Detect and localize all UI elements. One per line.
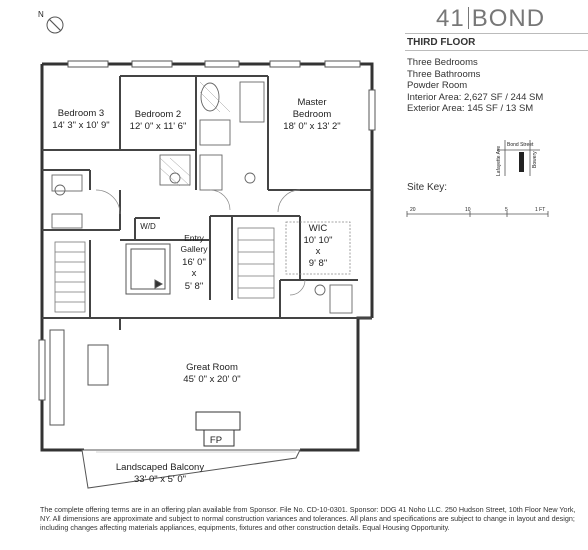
fireplace: [195, 411, 241, 447]
balcony-dims: 33' 0" x 5' 0": [134, 474, 186, 485]
entry-name-line2: Gallery: [181, 244, 209, 254]
bedroom3-name: Bedroom 3: [58, 108, 104, 119]
detail-bedrooms: Three Bedrooms: [407, 57, 478, 68]
kitchen-island: [49, 329, 109, 426]
wic-dim1: 10' 10": [304, 235, 333, 246]
room-labels: Bedroom 3 14' 3" x 10' 9" Bedroom 2 12' …: [52, 97, 340, 485]
bath-fixtures: [51, 81, 353, 314]
brand-divider: [467, 7, 469, 29]
site-key-label: Site Key:: [407, 182, 448, 193]
entry-x: x: [192, 268, 197, 279]
wic-dim2: 9' 8": [309, 258, 327, 269]
disclaimer-footer: The complete offering terms are in an of…: [40, 505, 576, 532]
floor-label: THIRD FLOOR: [407, 37, 476, 48]
wic-shelving: [285, 221, 351, 275]
bedroom2-dims: 12' 0" x 11' 6": [130, 121, 187, 132]
master-name-line2: Bedroom: [293, 109, 332, 120]
balcony-name: Landscaped Balcony: [116, 462, 204, 473]
compass-icon: N: [38, 10, 64, 34]
scale-bar: 20 10 5 1 FT: [406, 207, 549, 217]
scale-label-10: 10: [465, 207, 471, 213]
stairs: [54, 227, 275, 313]
bedroom3-dims: 14' 3" x 10' 9": [52, 120, 109, 131]
wic-name: WIC: [309, 223, 328, 234]
door-swings: [95, 189, 306, 296]
compass-north-label: N: [38, 10, 44, 19]
detail-bathrooms: Three Bathrooms: [407, 68, 481, 80]
window-markers: [38, 60, 376, 401]
header-rule: [405, 33, 588, 34]
elevator: [125, 243, 171, 295]
scale-label-5: 5: [505, 207, 508, 213]
great-room-name: Great Room: [186, 362, 238, 373]
unit-details: Three Bedrooms Three Bathrooms Powder Ro…: [407, 57, 543, 115]
detail-exterior-area: Exterior Area: 145 SF / 13 SM: [407, 103, 534, 114]
street-label-bowery: Bowery: [532, 151, 538, 168]
scale-label-20: 20: [410, 207, 416, 213]
floor-rule: [405, 50, 588, 51]
detail-interior-area: Interior Area: 2,627 SF / 244 SM: [407, 91, 544, 103]
detail-powder-room: Powder Room: [407, 80, 468, 91]
street-label-lafayette: Lafayette Ave: [496, 146, 502, 176]
bedroom2-name: Bedroom 2: [135, 109, 181, 120]
wic-x: x: [316, 246, 321, 257]
entry-dim1: 16' 0": [182, 257, 206, 268]
entry-name-line1: Entry: [184, 233, 205, 243]
balcony: [81, 449, 301, 489]
entry-dim2: 5' 8": [185, 281, 203, 292]
site-key-map: Bond Street Lafayette Ave Bowery: [496, 140, 540, 176]
scale-label-1ft: 1 FT: [535, 207, 545, 213]
fireplace-label: FP: [210, 435, 222, 446]
brand-name: BOND: [471, 5, 546, 32]
master-name-line1: Master: [297, 97, 326, 108]
brand-number: 41: [436, 5, 465, 32]
wd-label: W/D: [140, 222, 156, 231]
street-label-bond: Bond Street: [507, 142, 534, 148]
interior-walls: [42, 75, 372, 330]
master-dims: 18' 0" x 13' 2": [283, 121, 340, 132]
great-room-dims: 45' 0" x 20' 0": [183, 374, 240, 385]
wet-area-hatching: [159, 81, 231, 187]
